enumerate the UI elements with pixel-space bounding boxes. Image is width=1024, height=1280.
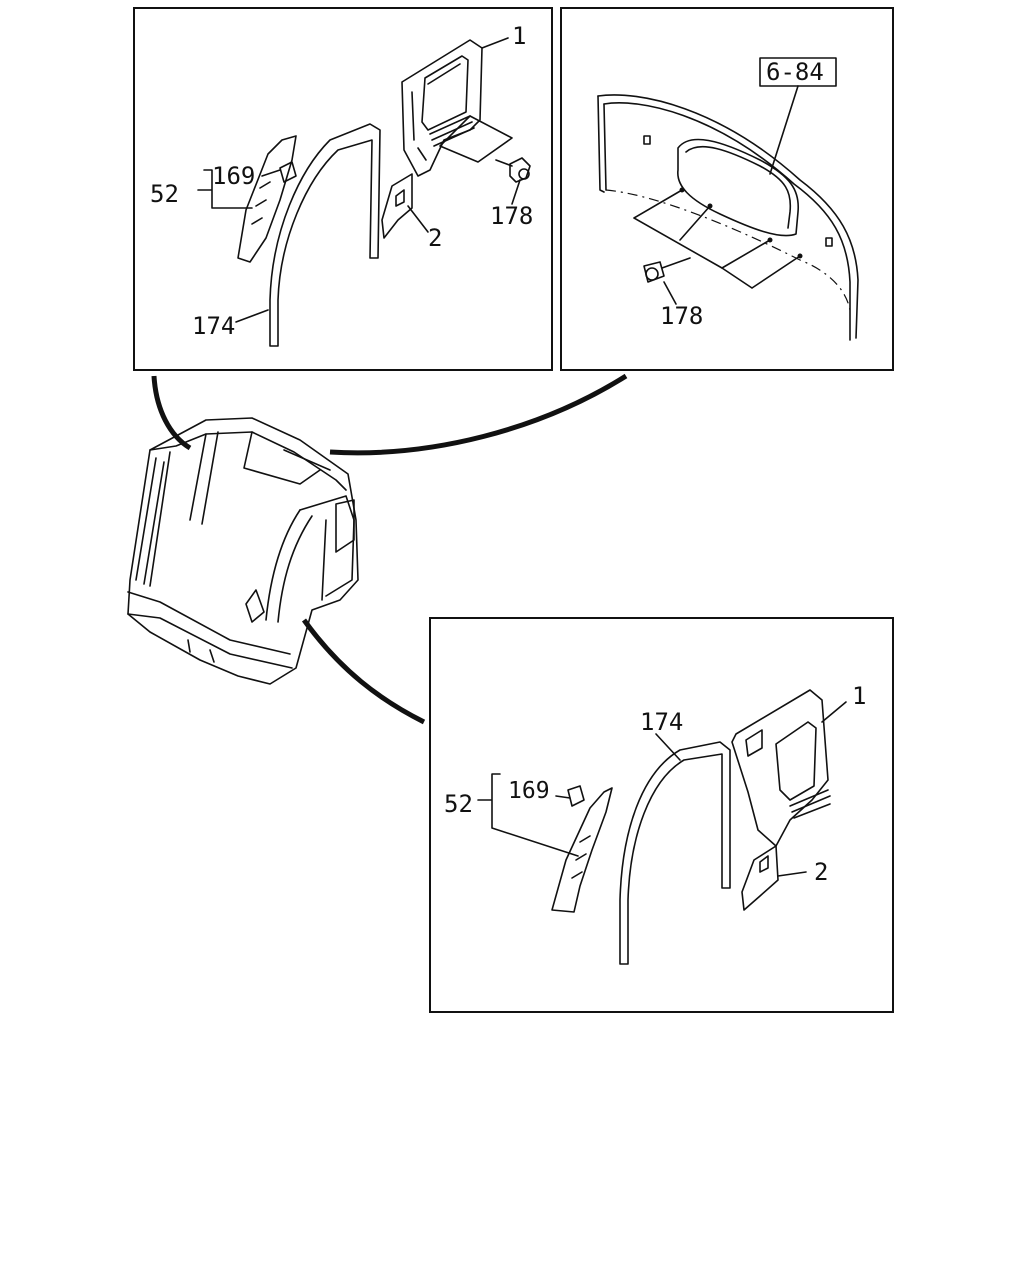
- label-ref-6-84: 6-84: [766, 58, 824, 86]
- label-part-52: 52: [444, 790, 473, 818]
- part-174-weatherstrip: [619, 741, 731, 965]
- label-part-2: 2: [428, 224, 442, 252]
- label-part-174: 174: [640, 708, 683, 736]
- panel-frame: [133, 7, 553, 371]
- part-1-quarter-trim: [731, 689, 831, 847]
- part-2-trim-piece: [741, 845, 779, 911]
- label-part-1: 1: [852, 682, 866, 710]
- label-part-169: 169: [212, 162, 255, 190]
- part-52-pillar-trim: [237, 135, 297, 263]
- panel-frame: [560, 7, 894, 371]
- part-178-clip: [495, 157, 531, 183]
- cab-overview: [127, 417, 359, 685]
- label-part-174: 174: [192, 312, 235, 340]
- label-part-169: 169: [508, 778, 550, 804]
- part-52-pillar-trim: [551, 785, 613, 913]
- detail-panel-bottom-right: 1 174 169 52 2: [429, 617, 894, 1013]
- detail-panel-top-left: 1 169 52 178 2 174: [133, 7, 553, 371]
- detail-panel-top-right: 6-84 178: [560, 7, 894, 371]
- part-2-trim-piece: [381, 173, 413, 239]
- label-part-2: 2: [814, 858, 828, 886]
- rear-panel-assembly: [597, 94, 859, 341]
- label-part-52: 52: [150, 180, 179, 208]
- label-part-178: 178: [660, 302, 703, 330]
- part-178-clip: [643, 257, 691, 283]
- part-174-weatherstrip: [269, 123, 381, 347]
- label-part-1: 1: [512, 22, 526, 50]
- label-part-178: 178: [490, 202, 533, 230]
- panel-frame: [429, 617, 894, 1013]
- callout-connectors: [151, 373, 628, 725]
- part-1-quarter-trim: [401, 39, 513, 177]
